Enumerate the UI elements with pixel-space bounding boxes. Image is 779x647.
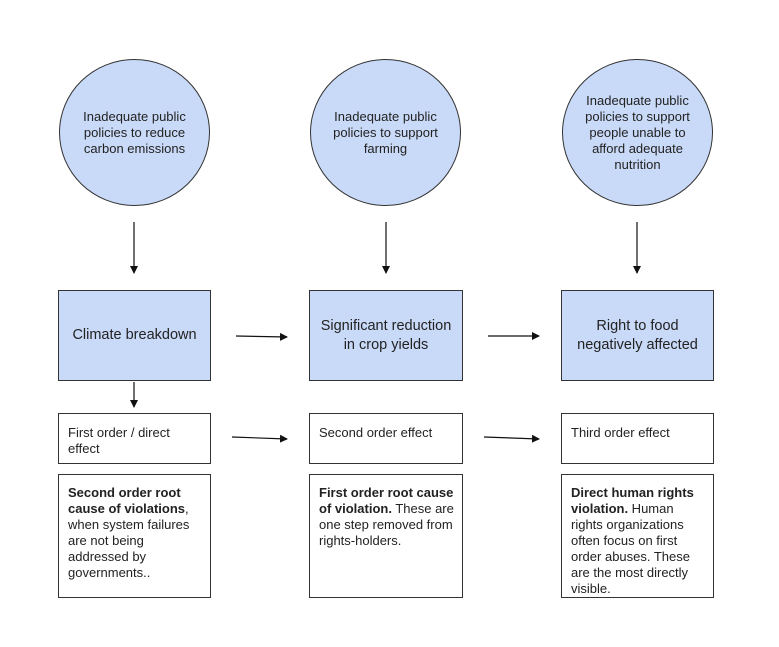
policy-node-farming: Inadequate public policies to support fa… xyxy=(310,59,461,206)
policy-node-carbon-label: Inadequate public policies to reduce car… xyxy=(83,108,186,156)
policy-node-farming-label: Inadequate public policies to support fa… xyxy=(333,108,438,156)
arrow-second-to-third-order xyxy=(483,434,540,443)
policy-node-nutrition-label: Inadequate public policies to support pe… xyxy=(585,92,690,172)
effect-node-climate-label: Climate breakdown xyxy=(72,327,197,343)
effect-node-crops: Significant reduction in crop yields xyxy=(309,290,463,381)
order-node-first-label: First order / direct effect xyxy=(68,425,170,456)
description-second-text: These are one step removed from rights-h… xyxy=(319,501,454,548)
description-node-second: First order root cause of violation. The… xyxy=(309,474,463,598)
order-node-second-label: Second order effect xyxy=(319,425,433,440)
description-node-first: Second order root cause of violations, w… xyxy=(58,474,211,598)
description-first-bold: Second order root cause of violations xyxy=(68,485,186,516)
order-node-second: Second order effect xyxy=(309,413,463,464)
arrow-first-to-second-order xyxy=(231,434,288,443)
description-third-text: Human rights organizations often focus o… xyxy=(571,501,690,596)
description-first-text: , when system failures are not being add… xyxy=(68,501,190,580)
arrow-climate-to-crops xyxy=(235,332,288,341)
policy-node-nutrition: Inadequate public policies to support pe… xyxy=(562,59,713,206)
order-node-third-label: Third order effect xyxy=(571,425,670,440)
effect-node-food-label: Right to food negatively affected xyxy=(577,317,698,353)
effect-node-crops-label: Significant reduction in crop yields xyxy=(320,317,452,353)
order-node-third: Third order effect xyxy=(561,413,714,464)
effect-node-climate: Climate breakdown xyxy=(58,290,211,381)
description-third-bold: Direct human rights violation. xyxy=(571,485,694,516)
order-node-first: First order / direct effect xyxy=(58,413,211,464)
description-node-third: Direct human rights violation. Human rig… xyxy=(561,474,714,598)
description-second-bold: First order root cause of violation. xyxy=(319,485,454,516)
policy-node-carbon: Inadequate public policies to reduce car… xyxy=(59,59,210,206)
effect-node-food: Right to food negatively affected xyxy=(561,290,714,381)
